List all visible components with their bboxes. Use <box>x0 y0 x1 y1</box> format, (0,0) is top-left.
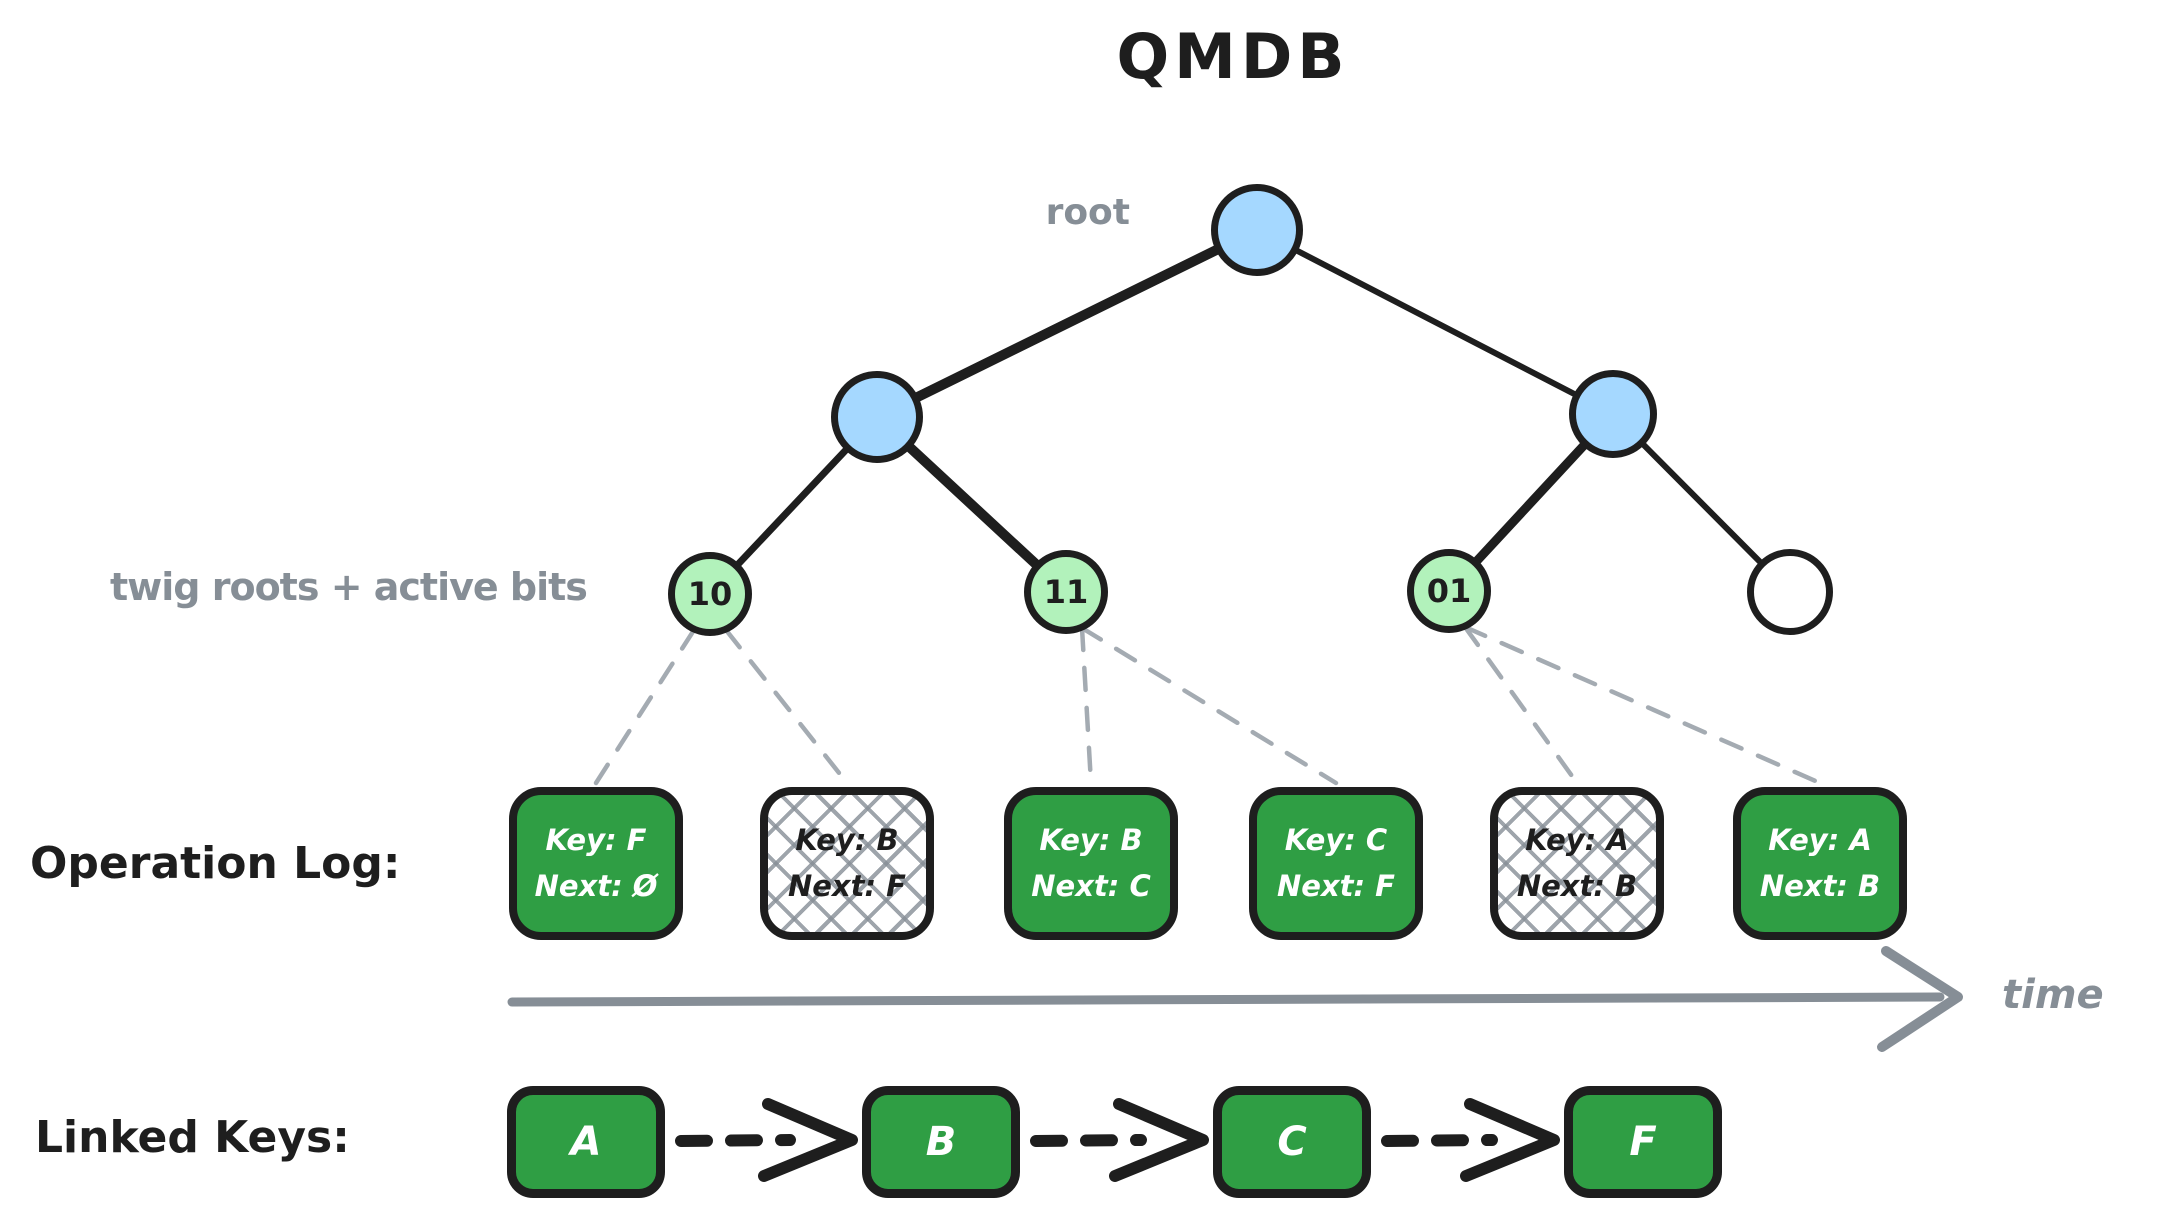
linked-key-B: B <box>862 1086 1020 1198</box>
oplog-entry-2-active: Key: B Next: C <box>1004 787 1178 940</box>
root-node-label: root <box>1045 192 1130 233</box>
linked-key-B-label: B <box>925 1119 957 1165</box>
tree-node-twig-empty <box>1747 549 1833 635</box>
time-axis-label: time <box>2002 972 2104 1018</box>
time-axis-arrowhead-icon <box>1877 946 1963 1052</box>
oplog-entry-1-stale: Key: B Next: F <box>760 787 934 940</box>
linked-key-F: F <box>1564 1086 1722 1198</box>
oplog-entry-4-next: Next: B <box>1516 868 1638 903</box>
diagram-title: QMDB <box>1116 20 1350 93</box>
linked-arrow-dash-A-B <box>675 1134 796 1147</box>
linked-arrow-dash-B-C <box>1030 1134 1147 1147</box>
linked-key-C-label: C <box>1277 1119 1307 1165</box>
oplog-entry-1-next: Next: F <box>787 868 906 903</box>
tree-node-mid-left <box>831 371 923 463</box>
tree-node-twig-01: 01 <box>1407 549 1491 633</box>
tree-node-mid-right <box>1569 370 1657 458</box>
linked-key-C: C <box>1213 1086 1371 1198</box>
twig-link-twig-11-entry-2 <box>1079 625 1094 786</box>
linked-key-A-label: A <box>570 1119 602 1165</box>
linked-keys-label: Linked Keys: <box>35 1112 350 1163</box>
oplog-entry-3-active: Key: C Next: F <box>1249 787 1423 940</box>
oplog-entry-5-key: Key: A <box>1768 822 1872 857</box>
twig-link-twig-01-entry-4 <box>1462 624 1580 786</box>
tree-edge-root-mid-left <box>872 225 1262 422</box>
twig-link-twig-10-entry-1 <box>723 627 850 786</box>
tree-node-twig-11: 11 <box>1024 550 1108 634</box>
tree-node-twig-11-label: 11 <box>1043 573 1089 611</box>
tree-node-root <box>1211 184 1303 276</box>
oplog-entry-1-key: Key: B <box>795 822 899 857</box>
linked-key-A: A <box>507 1086 665 1198</box>
oplog-entry-5-next: Next: B <box>1759 868 1881 903</box>
linked-arrowhead-icon-B-C <box>1109 1098 1209 1182</box>
linked-arrowhead-icon-A-B <box>758 1098 858 1182</box>
linked-key-F-label: F <box>1629 1119 1657 1165</box>
tree-node-twig-01-label: 01 <box>1426 572 1472 610</box>
tree-node-twig-10: 10 <box>668 552 752 636</box>
oplog-entry-0-next: Next: Ø <box>534 868 658 903</box>
time-axis-line <box>507 992 1945 1007</box>
twig-link-twig-01-entry-5 <box>1462 624 1823 786</box>
oplog-entry-2-key: Key: B <box>1039 822 1143 857</box>
oplog-entry-4-key: Key: A <box>1525 822 1629 857</box>
linked-arrow-dash-C-F <box>1381 1134 1498 1147</box>
oplog-entry-2-next: Next: C <box>1031 868 1151 903</box>
linked-arrowhead-icon-C-F <box>1460 1098 1560 1182</box>
twig-roots-label: twig roots + active bits <box>110 565 588 609</box>
oplog-entry-0-active: Key: F Next: Ø <box>509 787 683 940</box>
oplog-entry-4-stale: Key: A Next: B <box>1490 787 1664 940</box>
operation-log-label: Operation Log: <box>30 838 401 889</box>
oplog-entry-3-key: Key: C <box>1284 822 1388 857</box>
oplog-entry-0-key: Key: F <box>545 822 647 857</box>
oplog-entry-5-active: Key: A Next: B <box>1733 787 1907 940</box>
twig-link-twig-10-entry-0 <box>593 627 697 786</box>
twig-link-twig-11-entry-3 <box>1079 625 1339 786</box>
tree-edge-root-mid-right <box>1254 227 1616 417</box>
oplog-entry-3-next: Next: F <box>1276 868 1395 903</box>
tree-node-twig-10-label: 10 <box>687 575 733 613</box>
